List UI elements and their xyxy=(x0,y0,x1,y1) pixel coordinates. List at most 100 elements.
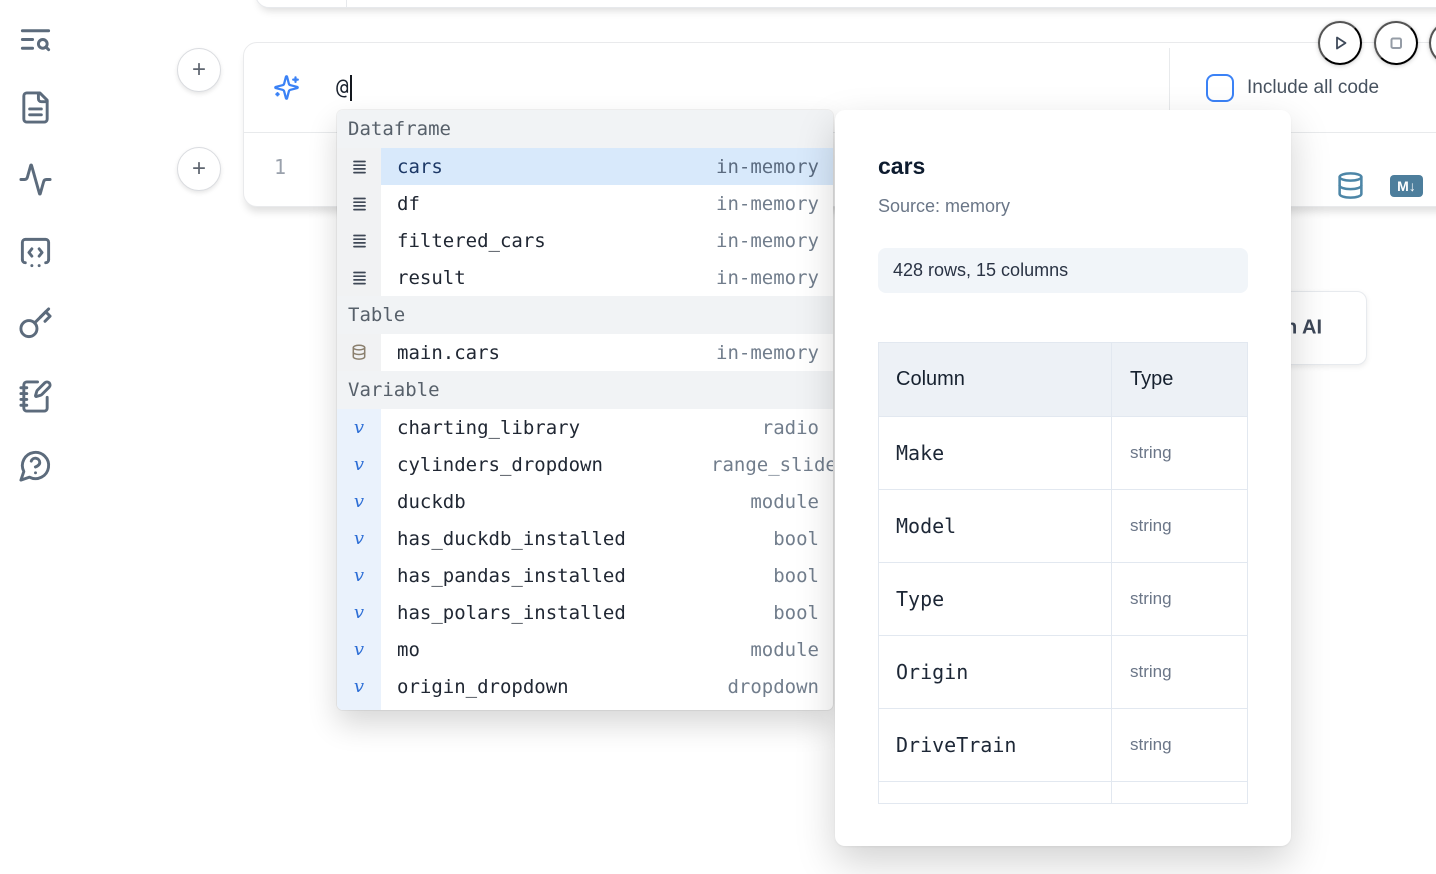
schema-table-row xyxy=(879,781,1247,803)
include-all-code-checkbox[interactable] xyxy=(1206,73,1234,102)
completion-section-header: Dataframe xyxy=(337,110,833,148)
completion-item-type: bool xyxy=(773,601,819,624)
completion-item-has_pandas_installed[interactable]: v has_pandas_installed bool xyxy=(337,557,833,594)
run-cell-button[interactable] xyxy=(1318,21,1362,65)
markdown-convert-icon[interactable]: M↓ xyxy=(1390,175,1423,197)
schema-column-name: Make xyxy=(879,417,1112,489)
schema-column-type: string xyxy=(1130,516,1172,535)
completion-item-name: cylinders_dropdown xyxy=(397,453,603,476)
schema-column-type: string xyxy=(1130,443,1172,462)
completion-item-gutter xyxy=(337,148,381,185)
completion-item-body: charting_library radio xyxy=(381,409,833,446)
completion-item-name: filtered_cars xyxy=(397,229,546,252)
completion-item-gutter: v xyxy=(337,483,381,520)
completion-item-name: duckdb xyxy=(397,490,466,513)
stop-button[interactable] xyxy=(1374,21,1418,65)
input-divider xyxy=(1169,48,1170,128)
sidebar xyxy=(0,0,72,874)
completion-item-gutter xyxy=(337,259,381,296)
completion-item-type: radio xyxy=(761,416,819,439)
completion-item-gutter: v xyxy=(337,594,381,631)
schema-table-row: Make string xyxy=(879,416,1247,489)
completion-item-gutter xyxy=(337,334,381,371)
schema-table-header: Column Type xyxy=(879,343,1247,416)
schema-column-type: string xyxy=(1130,589,1172,608)
completion-item-name: main.cars xyxy=(397,341,500,364)
sparkles-icon xyxy=(273,74,300,101)
completion-item-type: in-memory xyxy=(716,192,819,215)
completion-item-body: main.cars in-memory xyxy=(381,334,833,371)
help-bubble-icon[interactable] xyxy=(18,448,53,483)
completion-item-gutter: v xyxy=(337,557,381,594)
include-all-code-label: Include all code xyxy=(1247,76,1380,98)
completion-item-name: origin_dropdown xyxy=(397,675,569,698)
completion-item-result[interactable]: result in-memory xyxy=(337,259,833,296)
variable-icon: v xyxy=(353,490,365,512)
completion-item-gutter: v xyxy=(337,631,381,668)
notebook-pen-icon[interactable] xyxy=(18,379,53,414)
completion-item-name: result xyxy=(397,266,466,289)
completion-item-type: bool xyxy=(773,564,819,587)
add-cell-button-top[interactable]: + xyxy=(177,48,221,92)
completion-section-header: Table xyxy=(337,296,833,334)
completion-item-gutter: v xyxy=(337,520,381,557)
include-all-code-option: Include all code xyxy=(1206,43,1379,132)
completion-item-name: has_duckdb_installed xyxy=(397,527,626,550)
code-editor-row[interactable]: 1 M↓ xyxy=(244,133,1436,206)
completion-item-type: in-memory xyxy=(716,266,819,289)
list-search-icon[interactable] xyxy=(18,22,53,57)
play-icon xyxy=(1336,36,1347,50)
variable-icon: v xyxy=(353,601,365,623)
completion-item-type: in-memory xyxy=(716,341,819,364)
schema-column-name xyxy=(879,782,1112,803)
completion-item-name: has_pandas_installed xyxy=(397,564,626,587)
add-cell-button-bottom[interactable]: + xyxy=(177,147,221,191)
completion-item-name: has_polars_installed xyxy=(397,601,626,624)
shape-badge: 428 rows, 15 columns xyxy=(878,248,1248,293)
ai-prompt-input[interactable]: @ xyxy=(336,74,352,101)
dataframe-icon xyxy=(352,159,367,175)
variable-icon: v xyxy=(353,675,365,697)
schema-column-type xyxy=(1112,782,1247,803)
completion-item-gutter: v xyxy=(337,446,381,483)
dataframe-preview-panel: cars Source: memory 428 rows, 15 columns… xyxy=(835,110,1291,846)
completion-item-pyplot[interactable]: vpyplotmodule xyxy=(337,705,833,710)
completion-item-body: result in-memory xyxy=(381,259,833,296)
completion-item-name: charting_library xyxy=(397,416,581,439)
completion-item-name: mo xyxy=(397,638,420,661)
dataframe-icon xyxy=(352,270,367,286)
dataframe-icon xyxy=(352,196,367,212)
completion-item-body: has_pandas_installed bool xyxy=(381,557,833,594)
completion-item-has_polars_installed[interactable]: v has_polars_installed bool xyxy=(337,594,833,631)
completion-item-name: cars xyxy=(397,155,443,178)
completion-item-cars[interactable]: cars in-memory xyxy=(337,148,833,185)
code-snippet-icon[interactable] xyxy=(18,235,53,270)
key-icon[interactable] xyxy=(18,306,53,341)
completion-item-main.cars[interactable]: main.cars in-memory xyxy=(337,334,833,371)
database-icon[interactable] xyxy=(1336,170,1365,201)
completion-item-type: in-memory xyxy=(716,155,819,178)
stop-icon xyxy=(1390,37,1402,49)
preview-source: Source: memory xyxy=(878,196,1011,216)
file-text-icon[interactable] xyxy=(18,90,53,125)
completion-item-body: cars in-memory xyxy=(381,148,833,185)
activity-icon[interactable] xyxy=(18,162,53,197)
variable-icon: v xyxy=(353,453,365,475)
column-header: Column xyxy=(879,343,1112,416)
